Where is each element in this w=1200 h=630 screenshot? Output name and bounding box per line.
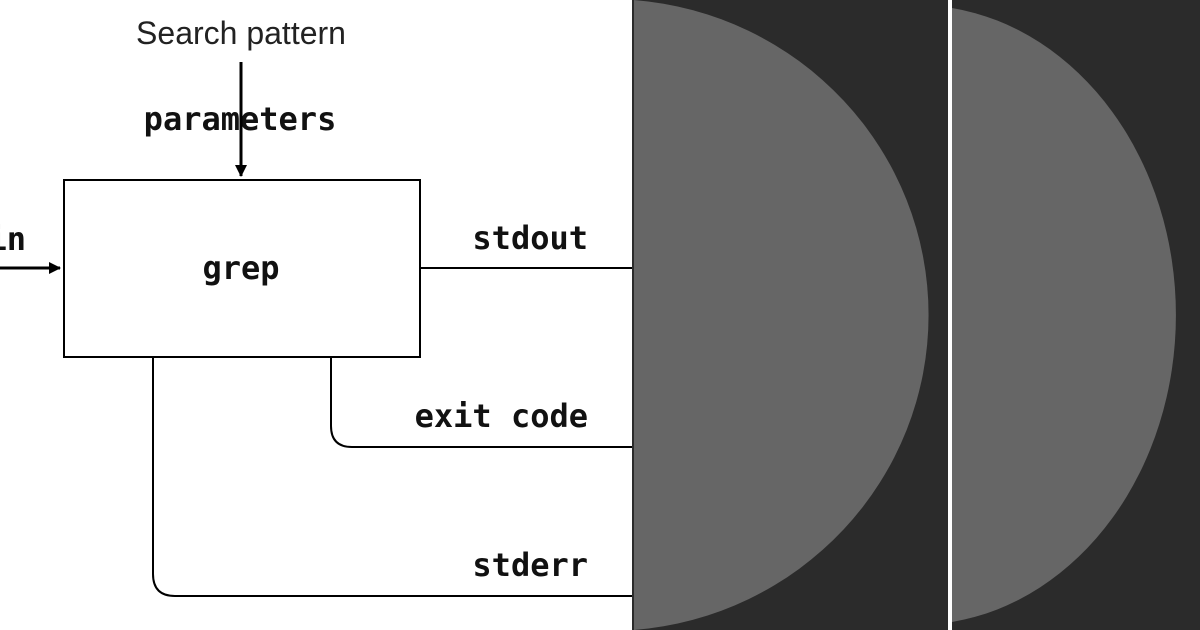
exit-code-label: exit code	[415, 397, 588, 435]
grep-process-box	[63, 179, 421, 358]
exit-code-line	[330, 357, 632, 448]
panel-divider	[948, 0, 952, 630]
half-circle-shape-1	[634, 0, 929, 630]
stderr-line	[152, 357, 632, 597]
stderr-label: stderr	[472, 546, 588, 584]
stdin-label: stdin	[0, 220, 26, 258]
grep-label: grep	[202, 249, 279, 287]
search-pattern-title: Search pattern	[136, 15, 346, 51]
half-circle-shape-2	[952, 8, 1176, 622]
stdout-label: stdout	[472, 219, 588, 257]
